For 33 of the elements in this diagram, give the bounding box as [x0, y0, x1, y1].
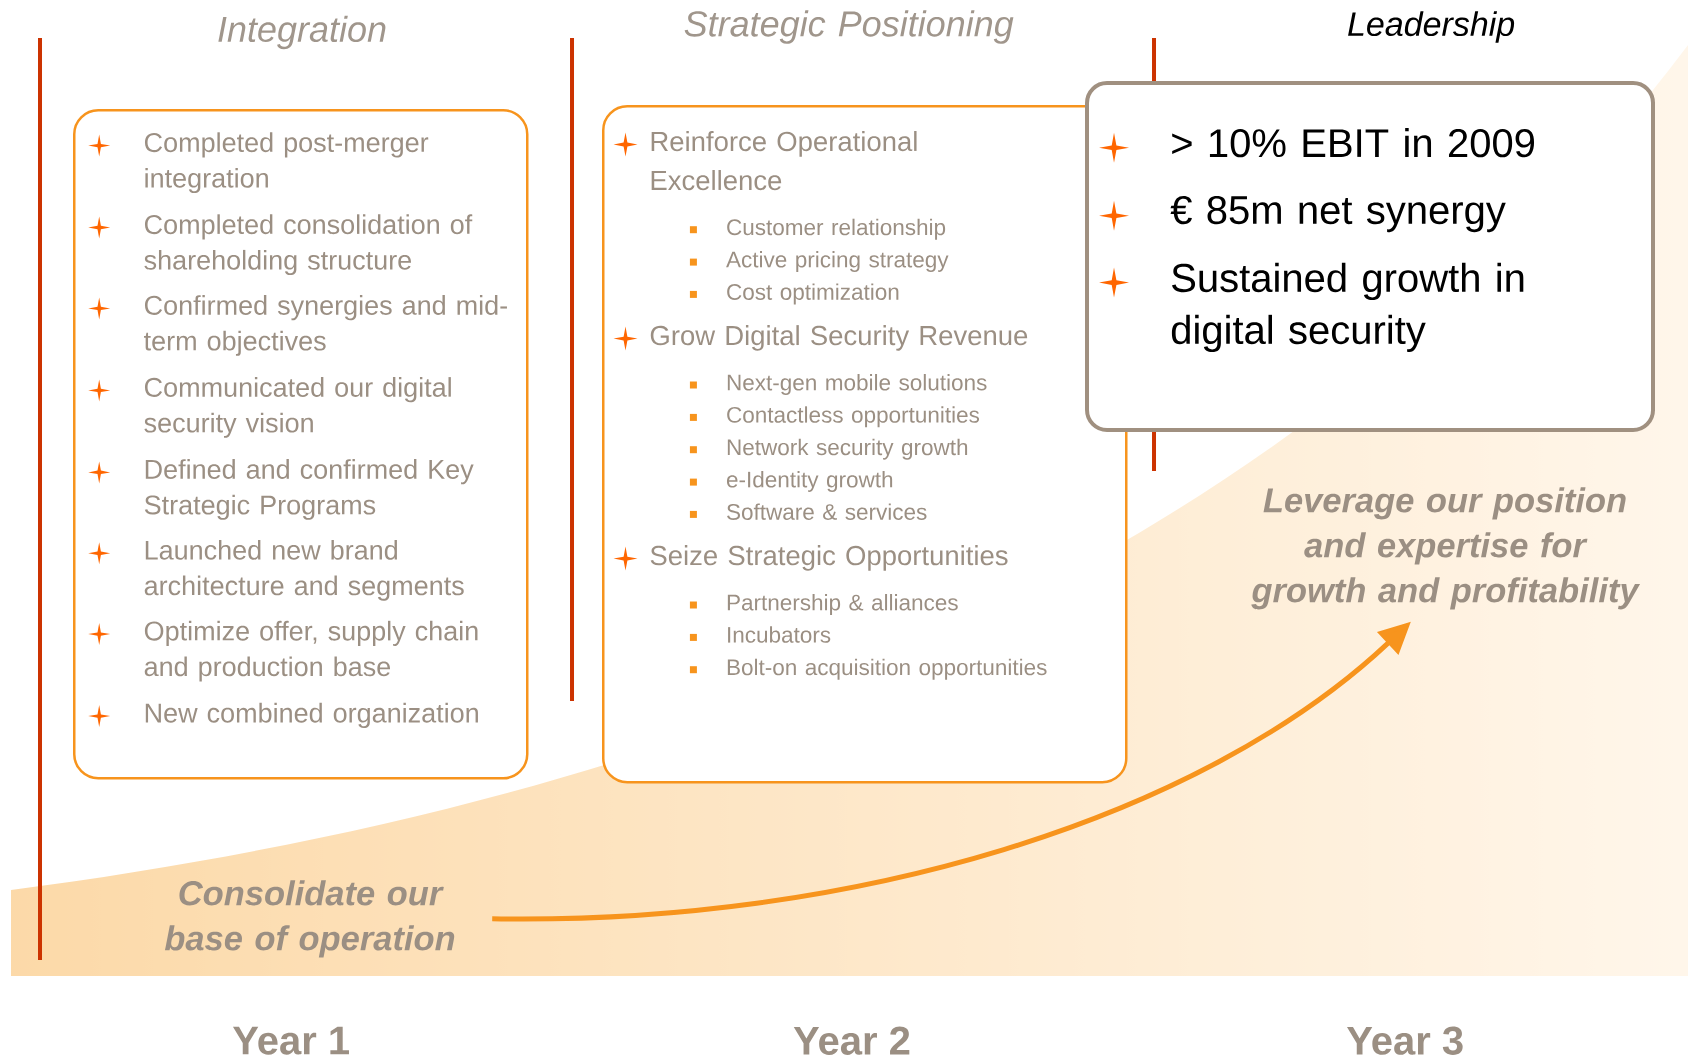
bullet-text: > 10% EBIT in 2009: [1172, 127, 1535, 158]
bullet-text: Optimize offer, supply chain and production base: [144, 620, 478, 682]
bullet-text: Reinforce Operational Excellence: [651, 131, 917, 191]
bullet-text: Completed consolidation of shareholding structure: [144, 214, 473, 276]
bullet-text: Launched new brand architecture and segments: [144, 539, 464, 601]
bullet-text: Contactless opportunities: [727, 406, 980, 428]
bullet-text: Confirmed synergies and mid-term objectives: [144, 295, 507, 356]
bullet-text: Cost optimization: [727, 283, 899, 305]
panel-heading: Leadership: [1348, 11, 1515, 43]
bullet-text: Software & services: [727, 503, 927, 520]
bullet-text: Communicated our digital security vision: [144, 377, 451, 438]
bullet-text: Defined and confirmed Key Strategic Programs: [144, 459, 474, 520]
bullet-text: Sustained growth in digital security: [1171, 262, 1524, 353]
bullet-text: € 85m net synergy: [1170, 195, 1506, 233]
phase-text: Consolidate our base of operation: [164, 880, 455, 958]
bullet-text: Grow Digital Security Revenue: [650, 325, 1028, 351]
year-label: Year 1: [232, 1026, 349, 1055]
panel-heading: Strategic Positioning: [684, 10, 1014, 44]
bullet-text: Customer relationship: [727, 218, 946, 240]
phase-text: Leverage our position and expertise for growth and profitability: [1251, 487, 1641, 610]
year-label: Year 3: [1346, 1026, 1463, 1055]
bullet-text: Completed post-merger integration: [144, 132, 429, 194]
year-label: Year 2: [793, 1026, 910, 1055]
bullet-text: Seize Strategic Opportunities: [650, 545, 1008, 571]
bullet-text: Active pricing strategy: [726, 251, 949, 272]
bullet-text: Partnership & alliances: [727, 594, 958, 615]
bullet-text: Next-gen mobile solutions: [727, 374, 987, 395]
bullet-text: Bolt-on acquisition opportunities: [727, 658, 1047, 680]
bullet-text: Network security growth: [727, 438, 968, 460]
bullet-text: Incubators: [728, 626, 831, 643]
panel-heading: Integration: [218, 15, 386, 50]
bullet-text: New combined organization: [145, 702, 478, 728]
bullet-text: e-Identity growth: [726, 471, 893, 492]
